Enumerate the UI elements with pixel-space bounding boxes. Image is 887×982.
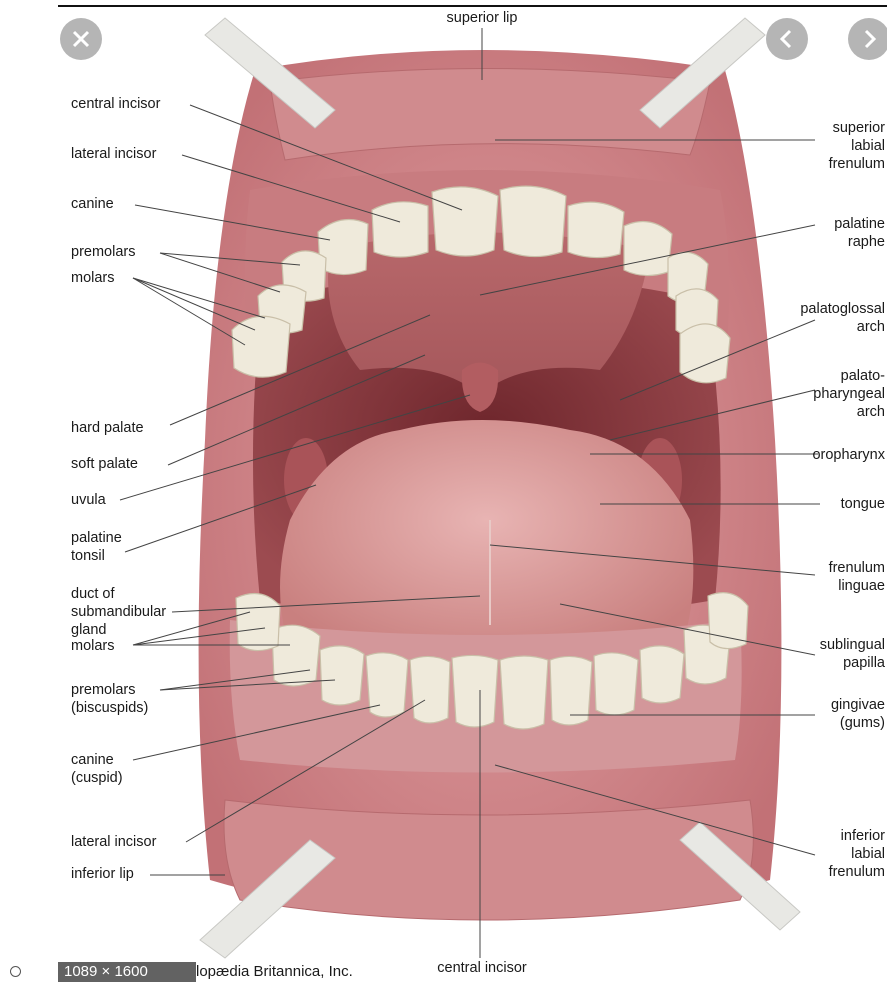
- label-palatoglossal-line2: arch: [857, 319, 885, 336]
- label-inferior-labial-frenulum-line3: frenulum: [829, 864, 885, 881]
- label-superior-labial-frenulum-line1: superior: [833, 120, 885, 137]
- label-frenulum-linguae-line2: linguae: [838, 578, 885, 595]
- label-gingivae-line2: (gums): [840, 715, 885, 732]
- chevron-right-icon: [848, 18, 887, 60]
- label-lateral-incisor-bottom: lateral incisor: [71, 834, 156, 851]
- label-tongue: tongue: [841, 496, 885, 513]
- label-sublingual-papilla-line1: sublingual: [820, 637, 885, 654]
- label-molars-top: molars: [71, 270, 115, 287]
- label-duct-line2: submandibular: [71, 604, 166, 621]
- label-central-incisor-bottom: central incisor: [437, 960, 526, 977]
- label-palatine-raphe-line1: palatine: [834, 216, 885, 233]
- label-inferior-labial-frenulum-line2: labial: [851, 846, 885, 863]
- label-palatine-tonsil-line1: palatine: [71, 530, 122, 547]
- image-credit: lopædia Britannica, Inc.: [196, 962, 353, 982]
- label-palatopharyngeal-line1: palato-: [841, 368, 885, 385]
- label-palatopharyngeal-line2: pharyngeal: [813, 386, 885, 403]
- close-button[interactable]: [60, 18, 102, 60]
- label-uvula: uvula: [71, 492, 106, 509]
- label-soft-palate: soft palate: [71, 456, 138, 473]
- label-sublingual-papilla-line2: papilla: [843, 655, 885, 672]
- previous-image-button[interactable]: [766, 18, 808, 60]
- label-superior-labial-frenulum-line2: labial: [851, 138, 885, 155]
- radio-indicator[interactable]: [10, 966, 21, 977]
- label-premolars-bottom-line1: premolars: [71, 682, 135, 699]
- label-canine-top: canine: [71, 196, 114, 213]
- label-premolars-top: premolars: [71, 244, 135, 261]
- label-oropharynx: oropharynx: [812, 447, 885, 464]
- image-dimensions-badge: 1089 × 1600: [58, 962, 196, 982]
- next-image-button[interactable]: [848, 18, 887, 60]
- label-inferior-lip: inferior lip: [71, 866, 134, 883]
- label-palatine-tonsil-line2: tonsil: [71, 548, 105, 565]
- label-canine-bottom-line2: (cuspid): [71, 770, 123, 787]
- label-premolars-bottom-line2: (biscuspids): [71, 700, 148, 717]
- label-superior-labial-frenulum-line3: frenulum: [829, 156, 885, 173]
- label-canine-bottom-line1: canine: [71, 752, 114, 769]
- label-palatoglossal-line1: palatoglossal: [800, 301, 885, 318]
- label-lateral-incisor-top: lateral incisor: [71, 146, 156, 163]
- chevron-left-icon: [766, 18, 808, 60]
- label-palatopharyngeal-line3: arch: [857, 404, 885, 421]
- label-superior-lip: superior lip: [447, 10, 518, 27]
- label-frenulum-linguae-line1: frenulum: [829, 560, 885, 577]
- label-molars-bottom: molars: [71, 638, 115, 655]
- label-palatine-raphe-line2: raphe: [848, 234, 885, 251]
- label-duct-line1: duct of: [71, 586, 115, 603]
- label-central-incisor-top: central incisor: [71, 96, 160, 113]
- label-duct-line3: gland: [71, 622, 106, 639]
- label-hard-palate: hard palate: [71, 420, 144, 437]
- label-gingivae-line1: gingivae: [831, 697, 885, 714]
- close-icon: [60, 18, 102, 60]
- label-inferior-labial-frenulum-line1: inferior: [841, 828, 885, 845]
